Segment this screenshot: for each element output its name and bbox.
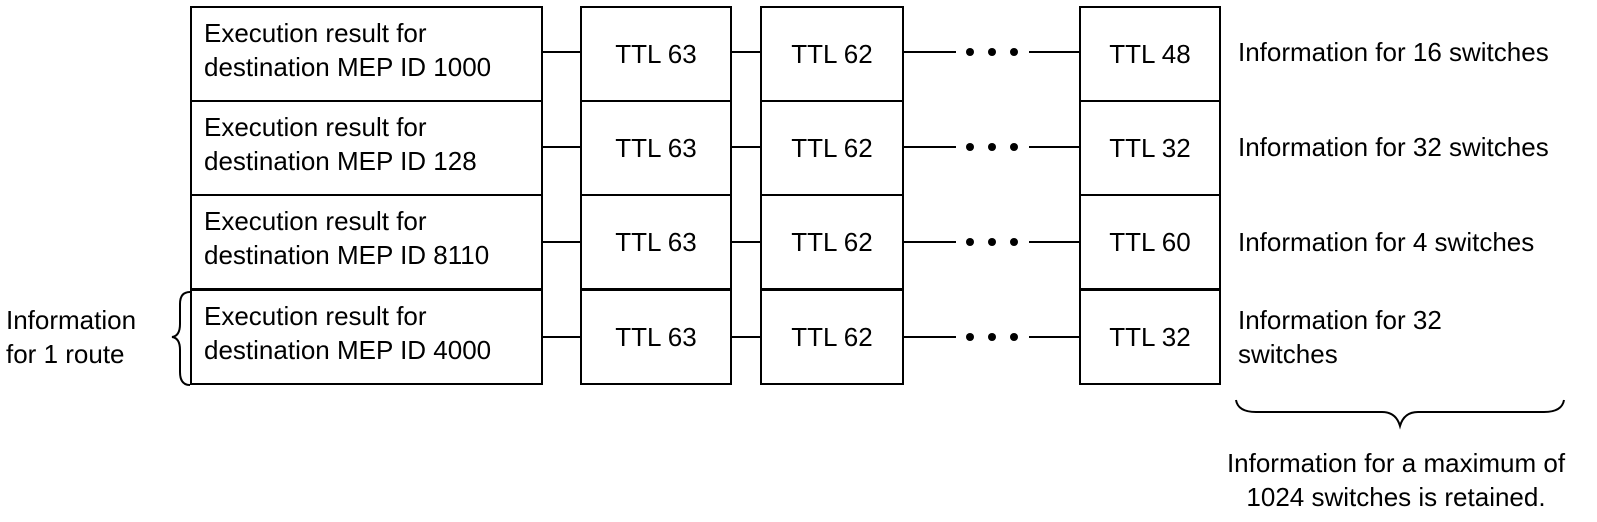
row-info-label: Information for 32 switches [1238, 305, 1442, 369]
exec-result-line1: Execution result for [204, 301, 427, 331]
max-switches-label: Information for a maximum of 1024 switch… [1200, 446, 1592, 514]
ttl-box: TTL 63 [580, 194, 732, 290]
ellipsis-dot [988, 333, 996, 341]
exec-result-line1: Execution result for [204, 18, 427, 48]
ttl-box: TTL 62 [760, 289, 904, 385]
ttl-last-box: TTL 32 [1079, 100, 1221, 196]
exec-result-line2: destination MEP ID 1000 [204, 52, 492, 82]
ellipsis-dot [1010, 48, 1018, 56]
exec-result-line2: destination MEP ID 128 [204, 146, 477, 176]
exec-result-box: Execution result for destination MEP ID … [190, 194, 543, 290]
ellipsis-dot [1010, 143, 1018, 151]
ellipsis-dot [988, 48, 996, 56]
ellipsis-dot [1010, 333, 1018, 341]
ttl-box: TTL 62 [760, 194, 904, 290]
row-info-label: Information for 16 switches [1238, 37, 1549, 67]
ellipsis-dot [966, 48, 974, 56]
max-brace [1235, 399, 1565, 430]
route-label: Information for 1 route [6, 303, 166, 371]
exec-result-line1: Execution result for [204, 112, 427, 142]
ttl-box: TTL 63 [580, 6, 732, 102]
ttl-box: TTL 62 [760, 100, 904, 196]
ellipsis-dot [1010, 238, 1018, 246]
exec-result-box: Execution result for destination MEP ID … [190, 6, 543, 102]
ellipsis-dot [966, 143, 974, 151]
exec-result-line1: Execution result for [204, 206, 427, 236]
ttl-last-box: TTL 60 [1079, 194, 1221, 290]
row-info-label: Information for 32 switches [1238, 132, 1549, 162]
ttl-box: TTL 63 [580, 289, 732, 385]
ttl-last-box: TTL 32 [1079, 289, 1221, 385]
exec-result-box: Execution result for destination MEP ID … [190, 100, 543, 196]
row-info-label: Information for 4 switches [1238, 227, 1535, 257]
ttl-box: TTL 63 [580, 100, 732, 196]
max-label-line1: Information for a maximum of [1226, 448, 1566, 478]
exec-result-line2: destination MEP ID 8110 [204, 240, 490, 270]
route-brace [171, 291, 191, 386]
max-label-line2: 1024 switches is retained. [1246, 482, 1546, 512]
ttl-box: TTL 62 [760, 6, 904, 102]
ellipsis-dot [988, 143, 996, 151]
ttl-last-box: TTL 48 [1079, 6, 1221, 102]
ellipsis-dot [966, 333, 974, 341]
exec-result-line2: destination MEP ID 4000 [204, 335, 492, 365]
exec-result-box: Execution result for destination MEP ID … [190, 289, 543, 385]
route-label-line2: for 1 route [6, 339, 125, 369]
ellipsis-dot [988, 238, 996, 246]
ellipsis-dot [966, 238, 974, 246]
route-label-line1: Information [6, 305, 137, 335]
